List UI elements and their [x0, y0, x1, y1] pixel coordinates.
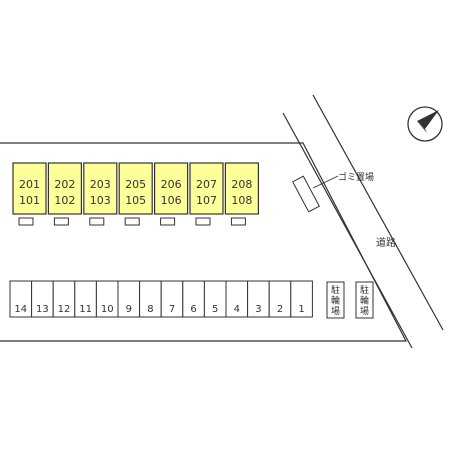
road-label: 道路 [376, 236, 396, 249]
entrance-step [53, 217, 69, 226]
parking-space-number: 14 [14, 304, 27, 315]
parking-space-number: 6 [190, 304, 196, 315]
unit-number-lower: 106 [161, 194, 182, 207]
unit-number-upper: 205 [125, 178, 146, 191]
unit-block [224, 162, 259, 215]
road [282, 94, 444, 349]
parking-space-number: 3 [255, 304, 261, 315]
unit-number-upper: 203 [90, 178, 111, 191]
garbage-label: ゴミ置場 [338, 171, 374, 183]
parking-space-number: 8 [147, 304, 153, 315]
unit-number-lower: 103 [90, 194, 111, 207]
bicycle-parking: 駐輪場 [355, 281, 374, 319]
unit-number-lower: 107 [196, 194, 217, 207]
garbage-area [292, 175, 339, 213]
parking-space-number: 4 [234, 304, 240, 315]
unit-number-upper: 208 [231, 178, 252, 191]
bicycle-parking-label: 駐 [360, 284, 369, 296]
unit-block [154, 162, 189, 215]
unit-block [189, 162, 224, 215]
entrance-step [230, 217, 246, 226]
north-arrow-icon [417, 110, 439, 129]
parking-space-number: 11 [79, 304, 92, 315]
parking-space-number: 1 [298, 304, 304, 315]
unit-block [12, 162, 47, 215]
parking-space-number: 13 [36, 304, 49, 315]
bicycle-parking: 駐輪場 [326, 281, 345, 319]
site-boundary [0, 142, 407, 342]
parking-space-number: 2 [277, 304, 283, 315]
unit-block [118, 162, 153, 215]
entrance-step [195, 217, 211, 226]
unit-block [47, 162, 83, 215]
bicycle-parking-box [355, 281, 374, 319]
bicycle-parking-label: 輪 [331, 295, 340, 307]
unit-number-lower: 102 [54, 194, 75, 207]
compass [407, 106, 443, 142]
bicycle-parking-label: 場 [331, 305, 340, 317]
bicycle-parking-label: 場 [360, 305, 369, 317]
bicycle-parking-label: 輪 [360, 295, 369, 307]
unit-number-lower: 101 [19, 194, 40, 207]
entrance-step [18, 217, 34, 226]
parking-lot: 14 13 12 11 10 9 8 7 6 5 4 3 2 1 [9, 280, 313, 318]
building: 2011012021022031032051052061062071072081… [12, 162, 259, 226]
unit-number-lower: 105 [125, 194, 146, 207]
bicycle-parking-label: 駐 [331, 284, 340, 296]
unit-number-upper: 207 [196, 178, 217, 191]
parking-space-number: 12 [58, 304, 71, 315]
unit-number-upper: 206 [161, 178, 182, 191]
parking-space-number: 7 [169, 304, 175, 315]
parking-space-number: 10 [101, 304, 114, 315]
parking-space-number: 9 [126, 304, 132, 315]
parking-space-number: 5 [212, 304, 218, 315]
unit-number-upper: 201 [19, 178, 40, 191]
unit-block [83, 162, 118, 215]
unit-number-lower: 108 [231, 194, 252, 207]
entrance-step [89, 217, 105, 226]
unit-number-upper: 202 [54, 178, 75, 191]
entrance-step [124, 217, 140, 226]
parking-space [290, 280, 313, 318]
bicycle-parking-box [326, 281, 345, 319]
entrance-step [160, 217, 176, 226]
